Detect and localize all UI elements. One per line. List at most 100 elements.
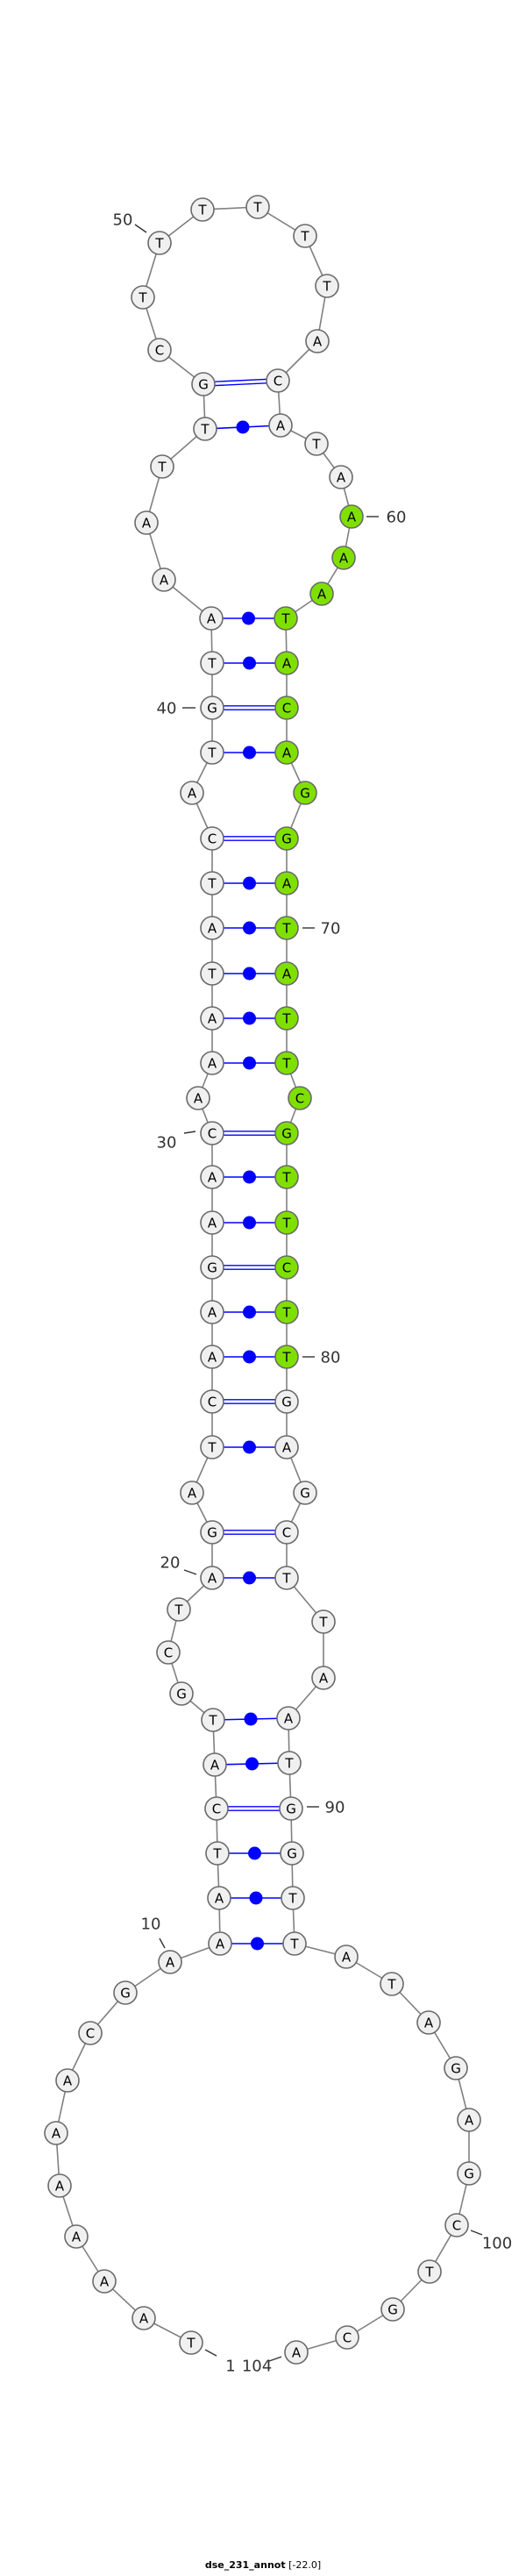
nucleotide-39: T (200, 740, 224, 765)
nucleotide-4: A (64, 2224, 89, 2249)
nucleotide-circle (200, 1345, 224, 1369)
nucleotide-circle (380, 1972, 404, 1996)
pair-dot (243, 1056, 256, 1070)
nucleotide-letter: A (100, 2274, 110, 2290)
nucleotide-letter: A (215, 1891, 224, 1907)
nucleotide-81: G (274, 1389, 299, 1414)
nucleotide-circle (150, 454, 174, 479)
nucleotide-letter: A (139, 2311, 149, 2327)
nucleotide-95: T (380, 1972, 404, 1996)
position-label-70: 70 (321, 920, 341, 938)
nucleotide-83: G (293, 1481, 317, 1505)
nucleotide-28: A (200, 1210, 224, 1235)
position-label-30: 30 (157, 1134, 177, 1152)
nucleotide-letter: T (186, 2336, 195, 2351)
nucleotide-letter: C (282, 1525, 291, 1541)
nucleotide-letter: A (188, 786, 197, 802)
nucleotide-circle (208, 1931, 232, 1956)
base-pair-layer (203, 378, 295, 1951)
number-tick (183, 1131, 196, 1134)
pair-dot (243, 876, 256, 890)
nucleotide-letter: A (188, 1486, 197, 1502)
pair-dot (243, 656, 256, 670)
nucleotide-circle (201, 1708, 225, 1732)
nucleotide-77: T (274, 1210, 299, 1235)
nucleotide-37: C (200, 826, 224, 851)
nucleotide-circle (274, 1165, 299, 1189)
nucleotide-letter: G (451, 2061, 461, 2077)
nucleotide-letter: G (281, 1126, 292, 1142)
nucleotide-letter: A (160, 573, 169, 589)
nucleotide-circle (191, 372, 216, 396)
nucleotide-47: G (191, 372, 216, 396)
nucleotide-letter: G (300, 1486, 310, 1502)
nucleotide-letter: G (176, 1687, 187, 1702)
pair-dot (243, 1216, 256, 1230)
nucleotide-56: C (266, 368, 290, 393)
nucleotide-letter: T (154, 236, 164, 252)
nucleotide-46: T (193, 417, 217, 441)
nucleotide-letter: G (281, 831, 292, 847)
structure-caption: dse_231_annot [-22.0] (0, 2559, 526, 2571)
nucleotide-60: A (339, 504, 364, 529)
nucleotide-72: T (274, 1006, 299, 1031)
structure-name: dse_231_annot (204, 2559, 286, 2571)
nucleotide-circle (274, 1435, 299, 1459)
pair-dot (243, 1170, 256, 1184)
nucleotide-75: G (274, 1121, 299, 1145)
number-tick (268, 2356, 282, 2362)
nucleotide-85: T (274, 1566, 299, 1590)
nucleotide-circle (190, 197, 215, 222)
nucleotide-circle (293, 781, 317, 805)
nucleotide-circle (329, 465, 353, 489)
position-label-50: 50 (113, 211, 133, 230)
nucleotide-letter: T (281, 1011, 291, 1027)
nucleotide-33: A (200, 1006, 224, 1031)
nucleotide-14: C (204, 1796, 229, 1821)
nucleotide-50: T (147, 231, 172, 255)
nucleotide-35: A (200, 916, 224, 940)
nucleotide-18: C (156, 1640, 181, 1665)
nucleotide-circle (200, 1210, 224, 1235)
nucleotide-76: T (274, 1165, 299, 1189)
nucleotide-24: C (200, 1389, 224, 1414)
nucleotide-circle (274, 1051, 299, 1075)
nucleotide-circle (167, 1597, 191, 1622)
nucleotide-letter: A (55, 2179, 65, 2194)
nucleotide-letter: A (282, 656, 292, 672)
nucleotide-letter: A (208, 1305, 217, 1321)
nucleotide-letter: T (200, 422, 210, 438)
nucleotide-circle (245, 195, 270, 219)
nucleotide-letter: G (281, 1395, 292, 1410)
nucleotide-circle (207, 1886, 231, 1910)
pair-dot (242, 611, 255, 625)
pair-dot (236, 420, 250, 434)
nucleotide-21: G (200, 1520, 224, 1545)
nucleotide-circle (200, 1051, 224, 1075)
nucleotide-circle (311, 1666, 336, 1690)
nucleotide-9: G (113, 1980, 138, 2005)
nucleotide-12: A (207, 1886, 231, 1910)
nucleotide-circle (200, 740, 224, 765)
nucleotide-letter: T (318, 1615, 328, 1631)
nucleotide-letter: T (197, 203, 207, 218)
nucleotide-circle (156, 1640, 181, 1665)
nucleotide-letter: T (288, 1891, 297, 1907)
pair-dot (243, 1440, 256, 1454)
nucleotide-letter: G (387, 2302, 398, 2318)
nucleotide-letter: T (322, 279, 331, 295)
nucleotide-38: A (180, 781, 204, 805)
nucleotide-102: G (380, 2297, 405, 2322)
nucleotide-letter: A (208, 1350, 217, 1366)
nucleotide-circle (274, 826, 299, 851)
pair-dot (245, 1757, 259, 1771)
nucleotide-3: A (92, 2269, 117, 2294)
nucleotide-letter: T (252, 200, 262, 216)
nucleotide-letter: G (207, 701, 217, 717)
nucleotide-letter: A (208, 921, 217, 937)
nucleotide-7: A (55, 2068, 80, 2093)
nucleotide-41: T (200, 651, 224, 675)
nucleotide-circle (113, 1980, 138, 2005)
pair-dot (243, 967, 256, 981)
nucleotide-11: A (208, 1931, 232, 1956)
